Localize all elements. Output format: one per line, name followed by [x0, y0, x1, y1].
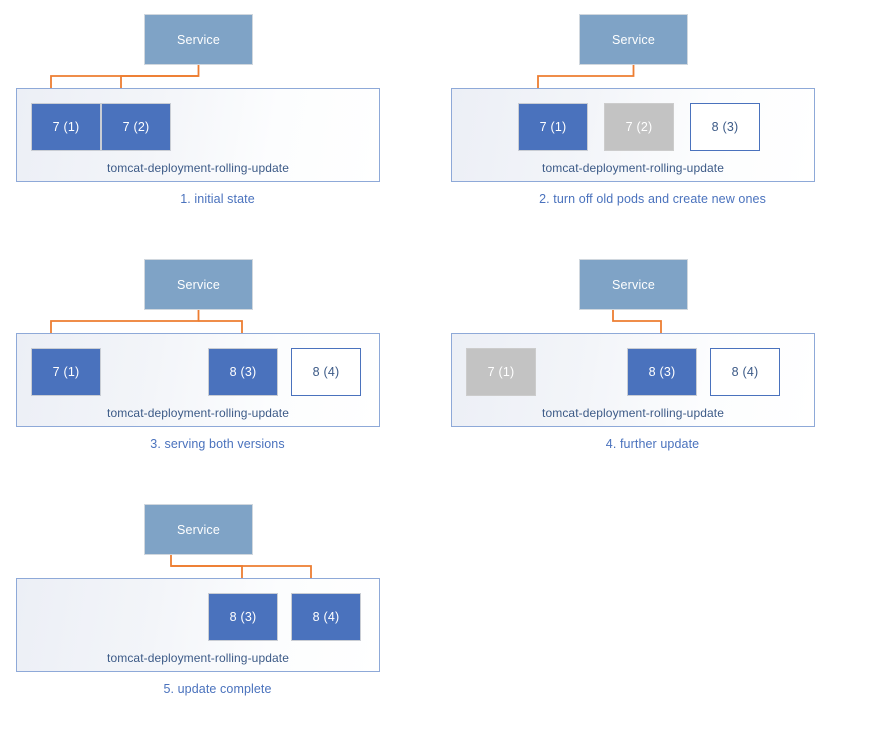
pod-label: 8 (4) — [731, 365, 759, 379]
deployment-name: tomcat-deployment-rolling-update — [542, 161, 724, 175]
pod-8-3[interactable]: 8 (3) — [690, 103, 760, 151]
panel-caption: 1. initial state — [180, 192, 255, 206]
service-box: Service — [579, 259, 688, 310]
panel-caption: 4. further update — [605, 437, 700, 451]
deployment-container: 7 (1) 8 (3) 8 (4) tomcat-deployment-roll… — [451, 333, 815, 427]
panel-serving-both-versions: Service 7 (1) 8 (3) 8 (4) tomca — [0, 245, 435, 485]
deployment-container: 7 (1) 7 (2) 8 (3) tomcat-deployment-roll… — [451, 88, 815, 182]
deployment-name: tomcat-deployment-rolling-update — [107, 406, 289, 420]
panel-caption: 5. update complete — [163, 682, 272, 696]
pod-label: 8 (3) — [648, 365, 676, 379]
deployment-name: tomcat-deployment-rolling-update — [107, 651, 289, 665]
deployment-container: 8 (3) 8 (4) tomcat-deployment-rolling-up… — [16, 578, 380, 672]
panel-caption: 3. serving both versions — [150, 437, 285, 451]
deployment-container: 7 (1) 7 (2) tomcat-deployment-rolling-up… — [16, 88, 380, 182]
pod-label: 7 (2) — [122, 120, 150, 134]
pod-7-1[interactable]: 7 (1) — [518, 103, 588, 151]
pod-label: 8 (3) — [711, 120, 739, 134]
panel-initial-state: Service 7 (1) 7 (2) tomcat-deployment-ro… — [0, 0, 435, 240]
deployment-container: 7 (1) 8 (3) 8 (4) tomcat-deployment-roll… — [16, 333, 380, 427]
service-box: Service — [144, 504, 253, 555]
service-box: Service — [579, 14, 688, 65]
deployment-name: tomcat-deployment-rolling-update — [107, 161, 289, 175]
panel-caption: 2. turn off old pods and create new ones — [539, 192, 766, 206]
panel-update-complete: Service 8 (3) 8 (4) tomcat-deployment-ro… — [0, 490, 435, 730]
pod-8-4[interactable]: 8 (4) — [291, 593, 361, 641]
pod-label: 8 (4) — [312, 365, 340, 379]
panel-further-update: Service 7 (1) 8 (3) 8 (4) tomcat-deploym — [435, 245, 870, 485]
pod-label: 8 (3) — [229, 610, 257, 624]
service-box: Service — [144, 259, 253, 310]
service-label: Service — [176, 32, 221, 47]
deployment-name: tomcat-deployment-rolling-update — [542, 406, 724, 420]
pod-7-1[interactable]: 7 (1) — [31, 103, 101, 151]
pod-8-4[interactable]: 8 (4) — [291, 348, 361, 396]
pod-7-1[interactable]: 7 (1) — [466, 348, 536, 396]
pod-7-2[interactable]: 7 (2) — [101, 103, 171, 151]
service-label: Service — [611, 277, 656, 292]
service-label: Service — [176, 277, 221, 292]
pod-label: 7 (1) — [487, 365, 515, 379]
pod-label: 7 (1) — [539, 120, 567, 134]
pod-8-3[interactable]: 8 (3) — [208, 593, 278, 641]
service-label: Service — [176, 522, 221, 537]
pod-label: 7 (1) — [52, 365, 80, 379]
pod-7-1[interactable]: 7 (1) — [31, 348, 101, 396]
pod-8-4[interactable]: 8 (4) — [710, 348, 780, 396]
pod-8-3[interactable]: 8 (3) — [627, 348, 697, 396]
pod-label: 8 (4) — [312, 610, 340, 624]
service-box: Service — [144, 14, 253, 65]
pod-label: 7 (1) — [52, 120, 80, 134]
pod-label: 7 (2) — [625, 120, 653, 134]
pod-7-2[interactable]: 7 (2) — [604, 103, 674, 151]
pod-8-3[interactable]: 8 (3) — [208, 348, 278, 396]
pod-label: 8 (3) — [229, 365, 257, 379]
service-label: Service — [611, 32, 656, 47]
panel-turn-off-old-pods: Service 7 (1) 7 (2) 8 (3) tomcat-deploym — [435, 0, 870, 240]
